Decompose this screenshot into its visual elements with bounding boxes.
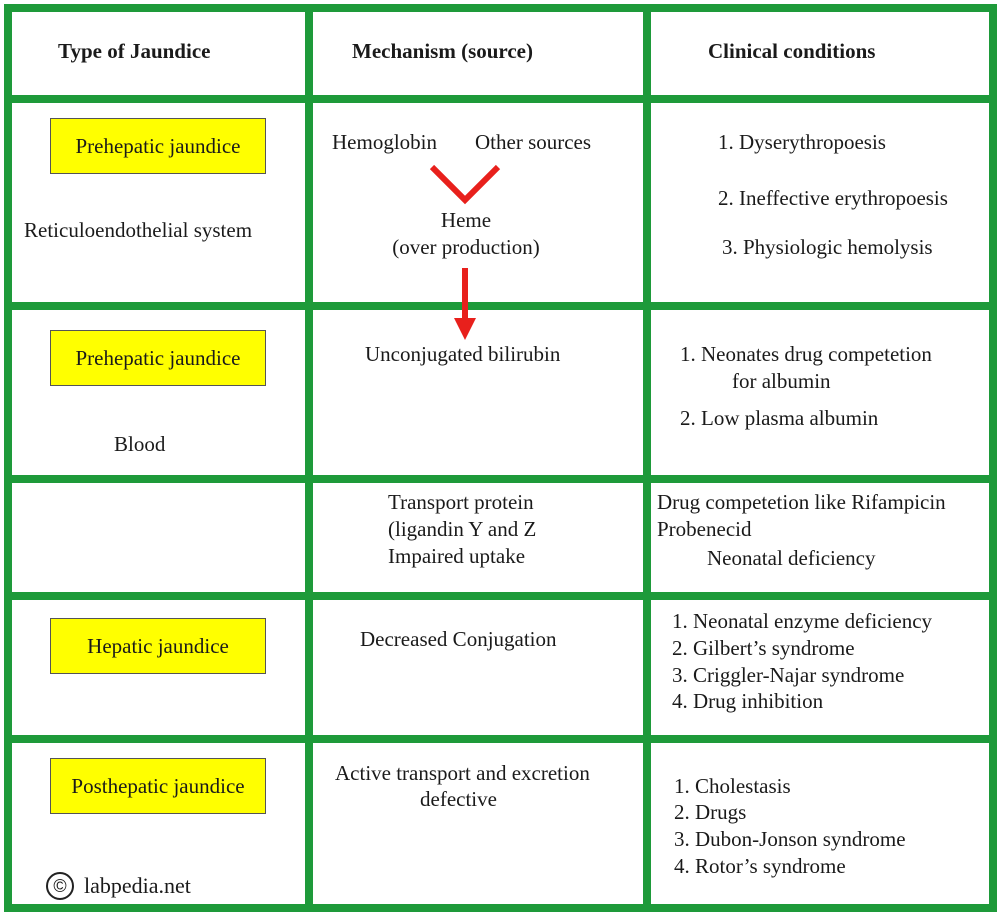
- grid-line: [4, 904, 997, 912]
- mechanism-text: defective: [420, 787, 497, 811]
- heme-note: (over production): [392, 235, 540, 259]
- watermark-text: labpedia.net: [84, 873, 191, 898]
- grid-line: [4, 4, 12, 910]
- copyright-icon: ©: [46, 872, 74, 900]
- source-other: Other sources: [475, 130, 592, 154]
- condition-text: 3. Physiologic hemolysis: [722, 235, 933, 259]
- grid-line: [643, 4, 651, 910]
- condition-text: 1. Neonates drug competetion: [680, 342, 932, 366]
- condition-text: 1. Dyserythropoesis: [718, 130, 886, 154]
- condition-text: 2. Low plasma albumin: [680, 406, 879, 430]
- condition-text: for albumin: [732, 369, 831, 393]
- grid-line: [989, 4, 997, 910]
- condition-text: 3. Dubon-Jonson syndrome: [674, 827, 906, 851]
- grid-line: [4, 592, 997, 600]
- mechanism-text: Impaired uptake: [388, 544, 526, 568]
- badge-prehepatic-1: Prehepatic jaundice: [50, 118, 266, 174]
- badge-posthepatic: Posthepatic jaundice: [50, 758, 266, 814]
- mechanism-conjugation: Decreased Conjugation: [360, 627, 557, 651]
- down-arrow-icon: [454, 268, 476, 340]
- condition-text: Neonatal deficiency: [707, 546, 876, 570]
- condition-text: 2. Ineffective erythropoesis: [718, 186, 948, 210]
- mechanism-text: Active transport and excretion: [335, 761, 590, 785]
- grid-line: [305, 4, 313, 910]
- condition-text: 4. Rotor’s syndrome: [674, 854, 846, 878]
- condition-text: Probenecid: [657, 517, 752, 541]
- badge-hepatic: Hepatic jaundice: [50, 618, 266, 674]
- location-blood: Blood: [114, 432, 166, 456]
- condition-text: 2. Drugs: [674, 800, 747, 824]
- location-reticuloendothelial: Reticuloendothelial system: [24, 218, 253, 242]
- header-type: Type of Jaundice: [58, 39, 211, 63]
- heme-label: Heme: [440, 208, 492, 232]
- mechanism-text: Transport protein: [388, 490, 534, 514]
- watermark: © labpedia.net: [46, 872, 191, 900]
- grid-line: [4, 735, 997, 743]
- header-clinical: Clinical conditions: [708, 39, 876, 63]
- condition-text: 4. Drug inhibition: [672, 689, 824, 713]
- condition-text: 1. Neonatal enzyme deficiency: [672, 609, 933, 633]
- badge-prehepatic-2: Prehepatic jaundice: [50, 330, 266, 386]
- condition-text: Drug competetion like Rifampicin: [657, 490, 946, 514]
- mechanism-unconjugated: Unconjugated bilirubin: [365, 342, 561, 366]
- header-mechanism: Mechanism (source): [352, 39, 533, 63]
- condition-text: 2. Gilbert’s syndrome: [672, 636, 855, 660]
- source-hemoglobin: Hemoglobin: [332, 130, 437, 154]
- condition-text: 3. Criggler-Najar syndrome: [672, 663, 905, 687]
- grid-line: [4, 475, 997, 483]
- grid-line: [4, 4, 997, 12]
- condition-text: 1. Cholestasis: [674, 774, 791, 798]
- mechanism-text: (ligandin Y and Z: [388, 517, 537, 541]
- convergence-arrow-icon: [429, 164, 501, 205]
- grid-line: [4, 95, 997, 103]
- grid-line: [4, 302, 997, 310]
